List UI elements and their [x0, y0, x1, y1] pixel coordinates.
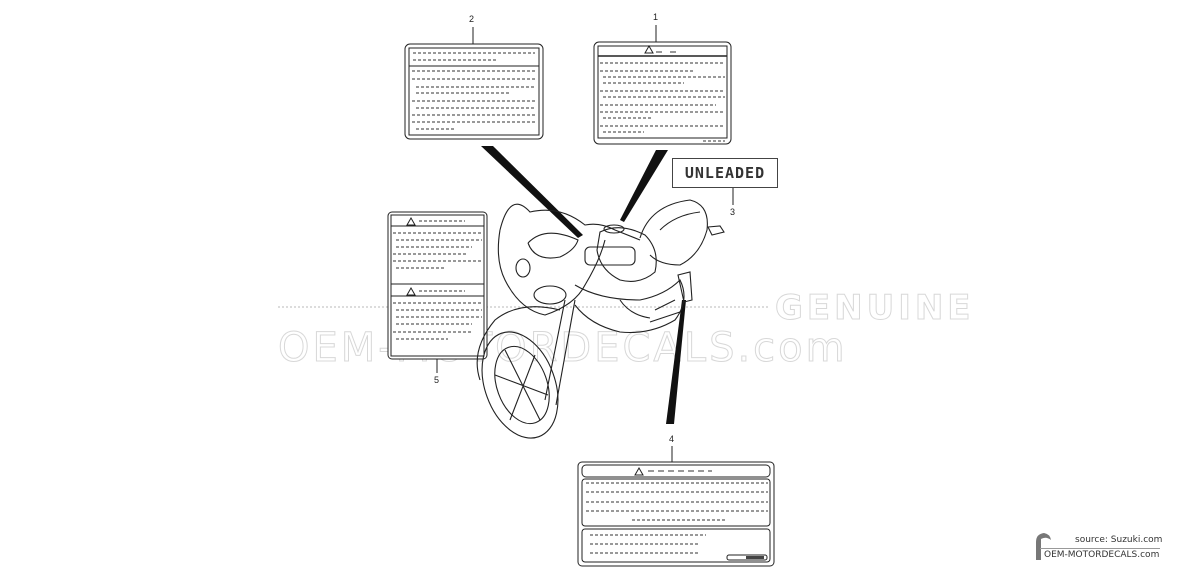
site-logo-icon — [1036, 533, 1051, 560]
warning-triangle-icon — [406, 286, 416, 296]
label-3-unleaded[interactable]: UNLEADED — [672, 158, 778, 188]
callout-4: 4 — [669, 434, 675, 444]
callout-2: 2 — [469, 14, 475, 24]
warning-triangle-icon — [644, 44, 654, 54]
watermark-rule — [278, 306, 768, 308]
pointer-2 — [481, 146, 583, 238]
callout-3: 3 — [730, 207, 736, 217]
callout-5: 5 — [434, 375, 440, 385]
callout-1: 1 — [653, 12, 659, 22]
watermark-genuine: GENUINE — [775, 288, 975, 329]
label-1[interactable] — [593, 25, 732, 145]
label-2[interactable] — [404, 27, 544, 140]
source-credit: source: Suzuki.com — [1075, 535, 1163, 545]
footer-site: OEM-MOTORDECALS.com — [1044, 550, 1160, 560]
footer-rule — [1040, 548, 1160, 549]
motorcycle-drawing — [476, 199, 725, 439]
pointer-4 — [666, 300, 686, 424]
label-4[interactable] — [577, 446, 775, 567]
label-5[interactable] — [387, 211, 488, 373]
watermark-site: OEM-MOTORDECALS.com — [278, 325, 848, 372]
warning-triangle-icon — [406, 216, 416, 226]
pointer-1 — [620, 150, 668, 222]
warning-triangle-icon — [634, 466, 644, 476]
